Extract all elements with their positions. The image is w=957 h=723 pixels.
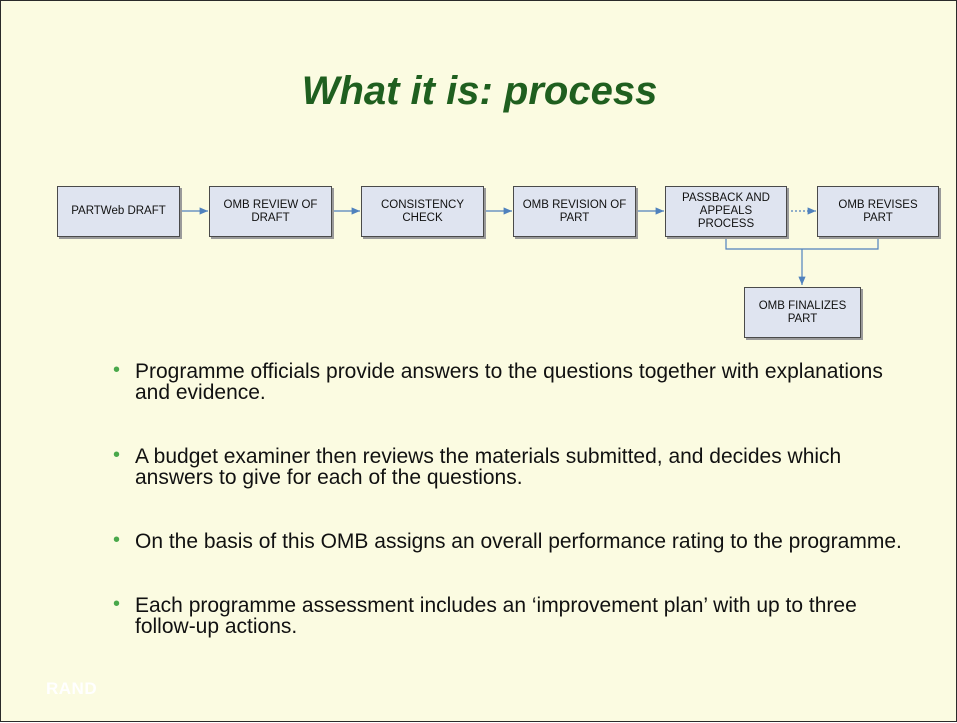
step-label: OMB FINALIZES PART [758, 299, 847, 325]
step-box-2: OMB REVIEW OF DRAFT [209, 186, 332, 237]
bullet-item: • Each programme assessment includes an ‘… [113, 593, 903, 638]
step-box-6: OMB REVISES PART [817, 186, 939, 237]
bullet-dot-icon: • [113, 359, 121, 381]
step-label: OMB REVIEW OF DRAFT [223, 198, 318, 224]
bullet-text: On the basis of this OMB assigns an over… [135, 530, 902, 553]
step-box-5: PASSBACK AND APPEALS PROCESS [665, 186, 787, 237]
step-box-1: PARTWeb DRAFT [57, 186, 180, 237]
step-label: OMB REVISION OF PART [522, 198, 627, 224]
step-label: PASSBACK AND APPEALS PROCESS [682, 192, 770, 230]
merge-connector [725, 237, 879, 250]
rand-logo: RAND [46, 679, 98, 698]
bullet-item: • On the basis of this OMB assigns an ove… [113, 529, 903, 553]
bullet-text: A budget examiner then reviews the mater… [135, 445, 842, 489]
bullet-text: Programme officials provide answers to t… [135, 360, 883, 404]
step-label: CONSISTENCY CHECK [380, 198, 465, 224]
bullet-dot-icon: • [113, 444, 121, 466]
bullet-item: • Programme officials provide answers to … [113, 359, 903, 404]
bullet-text: Each programme assessment includes an ‘i… [135, 594, 857, 638]
bullet-dot-icon: • [113, 593, 121, 615]
step-label: OMB REVISES PART [838, 198, 918, 224]
bullet-item: • A budget examiner then reviews the mate… [113, 444, 903, 489]
step-box-3: CONSISTENCY CHECK [361, 186, 484, 237]
slide-title: What it is: process [301, 69, 658, 113]
bullet-dot-icon: • [113, 529, 121, 551]
step-box-4: OMB REVISION OF PART [513, 186, 636, 237]
step-label: PARTWeb DRAFT [71, 205, 166, 217]
bullet-list: • Programme officials provide answers to … [113, 359, 903, 680]
step-box-7: OMB FINALIZES PART [744, 287, 861, 338]
